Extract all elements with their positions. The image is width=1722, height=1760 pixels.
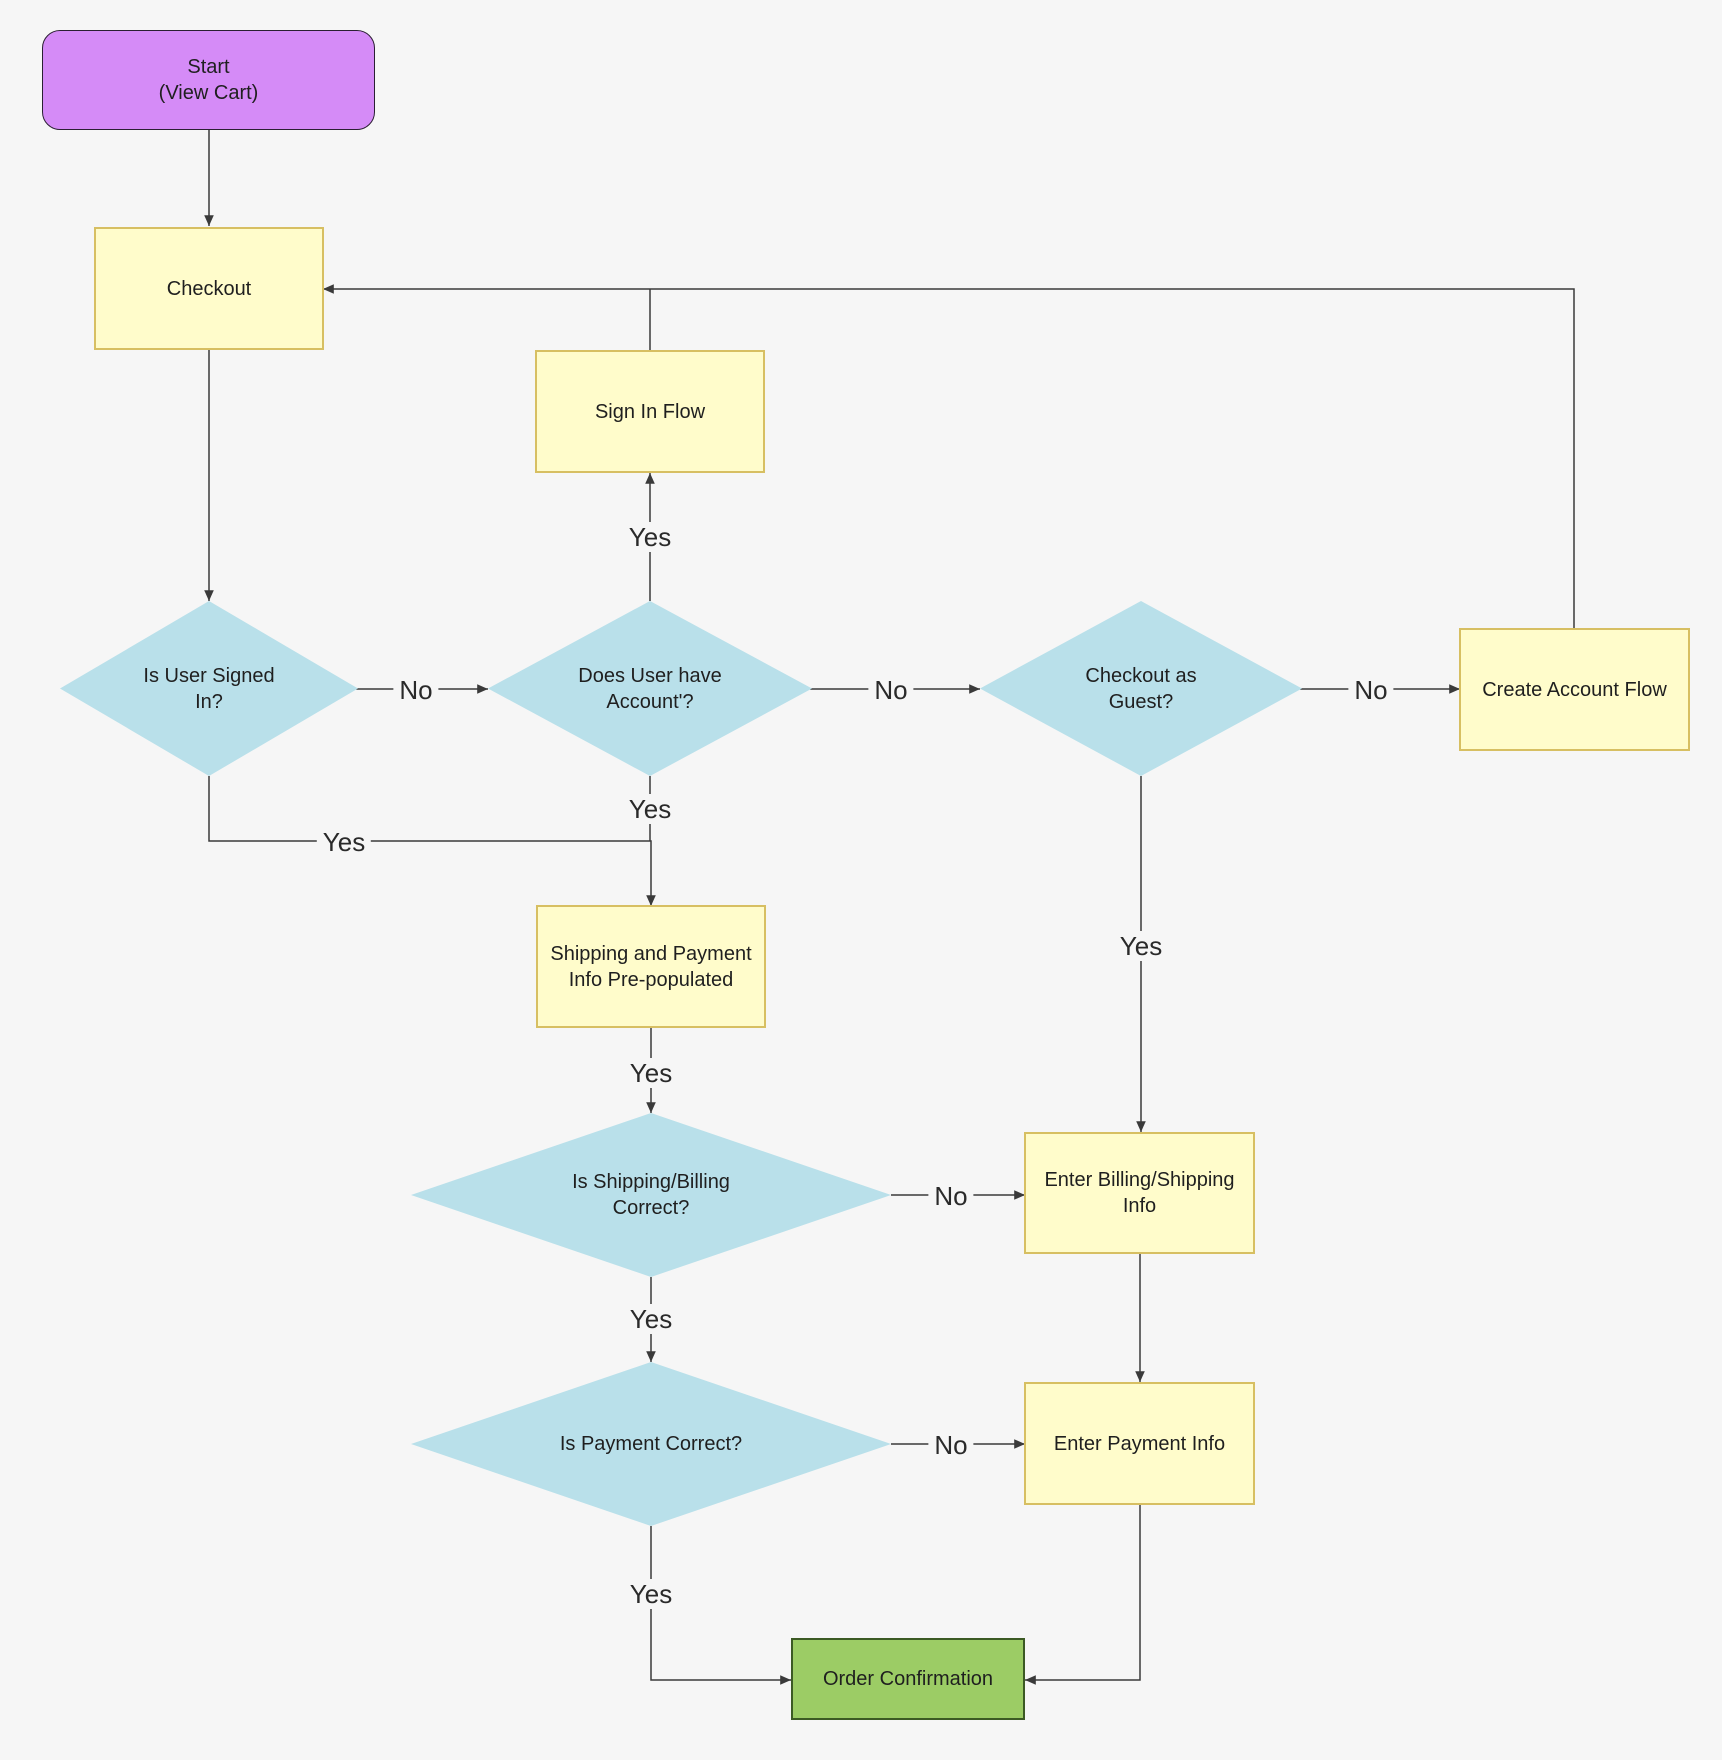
edge-payment-check-yes-to-confirmation (650, 1526, 791, 1685)
does-user-have-account-label: Does User have Account'? (578, 664, 722, 713)
edge-label-payment-check-yes: Yes (623, 1579, 679, 1609)
edge-label-payment-check-no: No (928, 1430, 974, 1460)
checkout-node[interactable]: Checkout (94, 227, 324, 350)
edge-label-shipping-check-yes: Yes (623, 1304, 679, 1334)
enter-billing-shipping-node-label: Enter Billing/Shipping Info (1044, 1169, 1235, 1217)
edge-label-signed-in-no: No (393, 675, 439, 705)
does-user-have-account-decision[interactable]: Does User have Account'? (488, 601, 812, 776)
is-user-signed-in-decision[interactable]: Is User Signed In? (60, 601, 358, 776)
start-node[interactable]: Start (View Cart) (42, 30, 375, 130)
edge-create-account-to-checkout (323, 284, 1575, 628)
create-account-flow-node[interactable]: Create Account Flow (1459, 628, 1690, 751)
is-user-signed-in-diamond (60, 601, 358, 776)
shipping-payment-prepopulated-node-label: Shipping and Payment Info Pre-populated (550, 942, 752, 991)
is-shipping-billing-correct-diamond (411, 1113, 891, 1277)
edge-label-shipping-check-no: No (928, 1181, 974, 1211)
checkout-as-guest-label: Checkout as Guest? (1085, 664, 1197, 713)
edge-label-has-account-yes-up: Yes (622, 522, 678, 552)
edge-enter-payment-to-confirmation (1025, 1505, 1141, 1685)
does-user-have-account-diamond (488, 601, 812, 776)
create-account-flow-node-label: Create Account Flow (1482, 678, 1667, 701)
order-confirmation-node[interactable]: Order Confirmation (791, 1638, 1025, 1720)
enter-payment-info-node-label: Enter Payment Info (1053, 1432, 1226, 1455)
is-user-signed-in-label: Is User Signed In? (143, 664, 275, 713)
is-shipping-billing-correct-label: Is Shipping/Billing Correct? (572, 1171, 730, 1219)
is-payment-correct-decision[interactable]: Is Payment Correct? (411, 1362, 891, 1526)
shipping-payment-prepopulated-node[interactable]: Shipping and Payment Info Pre-populated (536, 905, 766, 1028)
edge-label-guest-no: No (1348, 675, 1394, 705)
edge-signed-in-yes-to-prepopulated (208, 776, 656, 906)
start-node-label: Start (View Cart) (158, 56, 259, 104)
is-payment-correct-diamond (411, 1362, 891, 1526)
edge-label-has-account-yes-down: Yes (622, 794, 678, 824)
enter-billing-shipping-node[interactable]: Enter Billing/Shipping Info (1024, 1132, 1255, 1254)
is-shipping-billing-correct-decision[interactable]: Is Shipping/Billing Correct? (411, 1113, 891, 1277)
edge-label-prepopulated-yes: Yes (623, 1058, 679, 1088)
is-payment-correct-label: Is Payment Correct? (559, 1433, 743, 1455)
enter-payment-info-node[interactable]: Enter Payment Info (1024, 1382, 1255, 1505)
sign-in-flow-node-label: Sign In Flow (594, 400, 706, 423)
edge-label-has-account-no: No (868, 675, 914, 705)
edge-label-guest-yes: Yes (1113, 931, 1169, 961)
edge-label-signed-in-yes: Yes (316, 827, 372, 857)
checkout-node-label: Checkout (166, 277, 252, 300)
checkout-as-guest-diamond (980, 601, 1302, 776)
checkout-as-guest-decision[interactable]: Checkout as Guest? (980, 601, 1302, 776)
order-confirmation-node-label: Order Confirmation (822, 1668, 994, 1690)
sign-in-flow-node[interactable]: Sign In Flow (535, 350, 765, 473)
